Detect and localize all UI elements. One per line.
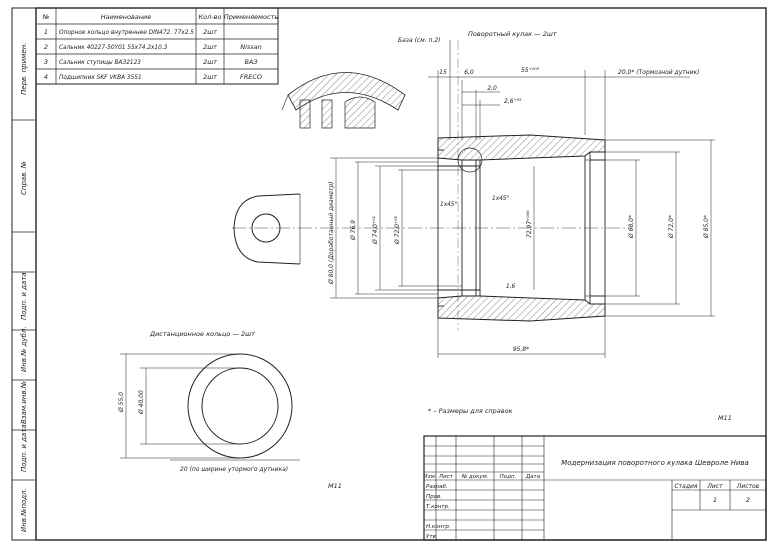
- dimension-line-bottom: [437, 316, 606, 358]
- tb-row-label: Пров.: [426, 494, 442, 500]
- tb-row-label: Т.контр.: [426, 504, 450, 510]
- chamfer-1: 1x45°: [440, 202, 457, 208]
- drawing-title: Модернизация поворотного кулака Шевроле …: [561, 459, 749, 467]
- spec-row-name: Опорное кольцо внутреннее DIN472. 77x2.5: [59, 30, 194, 36]
- dia-85: Ø 85,0*: [703, 215, 710, 239]
- spec-row-name: Подшипник SKF VKBA 3551: [59, 75, 142, 81]
- ring-dia-inner: Ø 40,00: [138, 390, 145, 415]
- tb-sheet-no: 1: [713, 496, 717, 504]
- spec-table: № Наименование Кол-во Применяемость 1 Оп…: [35, 7, 279, 85]
- side-label: Подп. и дата: [20, 272, 28, 320]
- dim-15: 15: [439, 69, 447, 76]
- dia-7297: 72,97⁺⁰⁰⁶: [526, 210, 533, 238]
- note-star: * – Размеры для справок: [428, 407, 513, 415]
- ring-dia-outer: Ø 55,0: [118, 392, 125, 413]
- spec-row-qty: 2шт: [203, 58, 217, 66]
- hub-section: [437, 134, 606, 322]
- side-label: Взам.инв.№: [20, 381, 28, 424]
- dim-55: 55⁺⁰⁰⁵: [521, 67, 540, 74]
- spec-row-num: 1: [44, 28, 48, 36]
- tb-sheet-header: Лист: [706, 483, 723, 490]
- spec-row-qty: 2шт: [203, 28, 217, 36]
- roughness-16: 1,6: [506, 284, 516, 290]
- tb-row-label: Утв.: [426, 534, 438, 540]
- dim-6: 6,0: [464, 69, 474, 76]
- binding-strip: [11, 7, 37, 541]
- tb-col-sign: Подп.: [500, 474, 517, 480]
- bore-label: База (см. п.2): [398, 37, 441, 44]
- tb-col-doc: № докум.: [460, 474, 488, 480]
- dimension-lines-right: [533, 139, 715, 317]
- tb-row-label: Разраб.: [426, 484, 448, 490]
- detail-section: [281, 72, 406, 129]
- dim-21: 2,0: [487, 85, 497, 92]
- spec-row-name: Сальник ступицы ВАЗ2123: [59, 60, 141, 66]
- dia-74: Ø 74,0⁺⁰¹: [372, 215, 379, 245]
- tb-stage-header: Стадия: [674, 483, 697, 490]
- dim-20: 20,0* (Тормозной дутник): [618, 69, 700, 76]
- spec-row-name: Сальник 40227-50Y01 55x74.2x10.3: [59, 45, 168, 51]
- tb-col-date: Дата: [525, 474, 541, 480]
- dia-76: Ø 76,9: [350, 220, 357, 241]
- tb-sheets-header: Листов: [736, 483, 760, 490]
- tb-row-label: Н.контр.: [426, 524, 451, 530]
- side-labels: Перв. примен. Справ. № Подп. и дата Инв.…: [20, 42, 28, 532]
- chamfer-2: 1x45°: [492, 196, 509, 202]
- side-label: Справ. №: [20, 161, 28, 195]
- spacer-ring: Дистанционное кольцо — 2шт Ø 55,0 Ø 40,0…: [118, 330, 300, 473]
- tb-col-izm: Изм.: [424, 474, 437, 480]
- ring-note: 20 (по ширине утормого дутника): [180, 466, 288, 473]
- dimension-lines-left: [330, 157, 462, 299]
- side-label: Подп. и дата: [20, 424, 28, 472]
- dia-72: Ø 72,0⁺⁰⁵: [394, 215, 401, 245]
- spec-row-num: 2: [44, 43, 48, 51]
- dia-main: Ø 80,0 (Доработанный диаметр): [328, 181, 335, 285]
- spec-row-qty: 2шт: [203, 43, 217, 51]
- title-block: Изм. Лист № докум. Подп. Дата Разраб. Пр…: [423, 435, 767, 541]
- spec-row-usage: Nissan: [240, 43, 262, 51]
- dimension-labels: База (см. п.2) Поворотный кулак — 2шт 15…: [328, 30, 710, 353]
- spec-header-usage: Применяемость: [224, 13, 279, 21]
- spec-header-name: Наименование: [101, 13, 152, 21]
- scale-left: М11: [328, 482, 342, 490]
- tb-sheets-total: 2: [746, 496, 750, 504]
- dia-68: Ø 68,0*: [628, 215, 635, 239]
- knuckle-arm: [233, 193, 301, 265]
- dimension-lines-top: [428, 40, 690, 140]
- len-958: 95,8*: [513, 346, 529, 353]
- side-label: Инв.№ дубл.: [20, 326, 28, 372]
- spec-row-usage: FRECO: [240, 73, 262, 81]
- spec-row-num: 4: [44, 73, 48, 81]
- dim-26: 2,6⁺⁰⁵: [504, 98, 522, 105]
- spec-row-usage: ВАЗ: [244, 58, 257, 66]
- scale-mid: М11: [718, 414, 732, 422]
- side-label: Перв. примен.: [20, 42, 28, 95]
- tb-col-list: Лист: [438, 474, 454, 480]
- hub-title: Поворотный кулак — 2шт: [468, 30, 557, 38]
- ring-title: Дистанционное кольцо — 2шт: [149, 330, 255, 338]
- side-label: Инв.№подл.: [20, 488, 28, 532]
- spec-row-qty: 2шт: [203, 73, 217, 81]
- spec-row-num: 3: [44, 58, 48, 66]
- spec-header-qty: Кол-во: [199, 13, 222, 21]
- binding-strip-dividers: [12, 119, 36, 481]
- spec-header-num: №: [42, 13, 50, 21]
- dia-72b: Ø 72,0*: [668, 215, 675, 239]
